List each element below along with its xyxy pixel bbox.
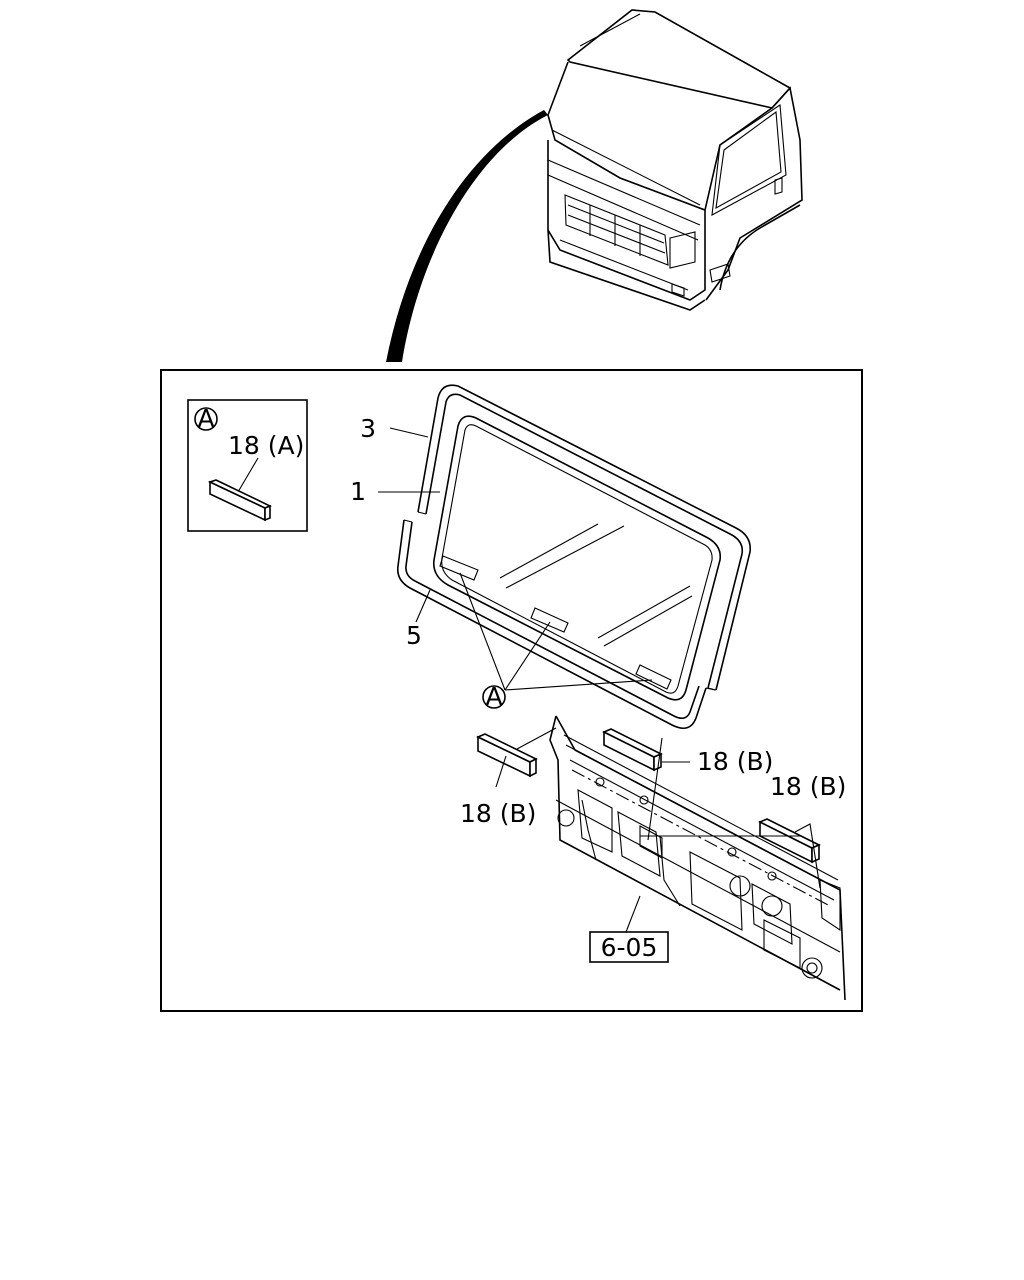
molding-lower (396, 519, 716, 730)
label-spacer-b-left: 18 (B) (460, 799, 536, 828)
label-reference: 6-05 (601, 933, 658, 962)
windshield-glass (432, 415, 722, 701)
spacer-block-left (476, 733, 538, 778)
label-windshield-glass: 1 (350, 477, 366, 506)
callout-letter: A (485, 682, 502, 711)
label-molding-upper: 3 (360, 414, 376, 443)
spacer-block-center (602, 728, 663, 772)
molding-upper (417, 384, 752, 691)
cowl-panel (549, 715, 846, 1001)
main-frame (160, 369, 863, 1012)
truck-cab-illustration (547, 9, 803, 311)
detail-a-box: A 18 (A) (187, 399, 308, 532)
callout-a: A (459, 572, 653, 711)
spacer-block-icon (207, 479, 272, 522)
reference-box (589, 931, 669, 963)
label-molding-lower: 5 (406, 621, 422, 650)
label-spacer-b-center: 18 (B) (697, 747, 773, 776)
detail-part-label: 18 (A) (228, 431, 304, 460)
label-spacer-b-right: 18 (B) (770, 772, 846, 801)
detail-circle-letter: A (197, 404, 214, 433)
leader-curve (386, 110, 548, 362)
